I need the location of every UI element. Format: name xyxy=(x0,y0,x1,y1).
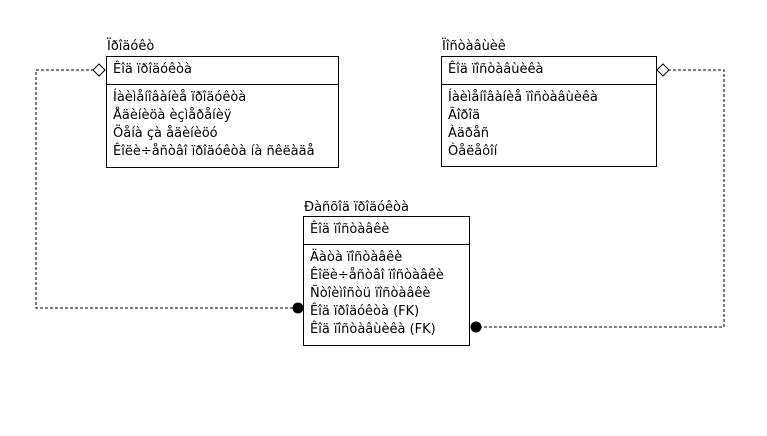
delivery-primary-key: Êîä ïîñòàâêè xyxy=(304,217,469,245)
delivery-attributes: Äàòà ïîñòàâêè Êîëè÷åñòâî ïîñòàâêè Ñòîèìî… xyxy=(304,245,469,339)
product-entity[interactable]: Êîä ïðîäóêòà Íàèìåíîâàíèå ïðîäóêòà Åäèíè… xyxy=(106,56,339,168)
delivery-attribute: Ñòîèìîñòü ïîñòàâêè xyxy=(310,286,431,301)
product-relationship-diamond xyxy=(92,63,106,77)
product-entity-title: Ïðîäóêò xyxy=(107,39,155,54)
product-attribute: Åäèíèöà èçìåðåíèÿ xyxy=(113,108,232,123)
delivery-product-relationship-dot xyxy=(292,302,304,314)
delivery-attribute: Êîëè÷åñòâî ïîñòàâêè xyxy=(310,268,444,283)
delivery-entity-title: Ðàñõîä ïðîäóêòà xyxy=(304,200,409,215)
delivery-foreign-key: Êîä ïîñòàâùèêà (FK) xyxy=(310,322,436,337)
product-primary-key: Êîä ïðîäóêòà xyxy=(107,57,338,85)
product-attribute: Êîëè÷åñòâî ïðîäóêòà íà ñêëàäå xyxy=(113,144,315,159)
delivery-attribute: Äàòà ïîñòàâêè xyxy=(310,250,403,265)
supplier-relationship-diamond xyxy=(656,63,670,77)
supplier-attributes: Íàèìåíîâàíèå ïîñòàâùèêà Ãîðîä Àäðåñ Òåëå… xyxy=(442,85,656,161)
delivery-foreign-key: Êîä ïðîäóêòà (FK) xyxy=(310,304,420,319)
product-delivery-relationship-line xyxy=(35,69,297,309)
product-attributes: Íàèìåíîâàíèå ïðîäóêòà Åäèíèöà èçìåðåíèÿ … xyxy=(107,85,338,161)
supplier-attribute: Òåëåôîí xyxy=(448,144,498,159)
supplier-primary-key: Êîä ïîñòàâùèêà xyxy=(442,57,656,85)
product-attribute: Íàèìåíîâàíèå ïðîäóêòà xyxy=(113,90,247,105)
supplier-attribute: Ãîðîä xyxy=(448,108,481,123)
supplier-entity-title: Ïîñòàâùèê xyxy=(442,39,506,54)
delivery-entity[interactable]: Êîä ïîñòàâêè Äàòà ïîñòàâêè Êîëè÷åñòâî ïî… xyxy=(303,216,470,346)
supplier-attribute: Àäðåñ xyxy=(448,126,490,141)
supplier-attribute: Íàèìåíîâàíèå ïîñòàâùèêà xyxy=(448,90,598,105)
product-attribute: Öåíà çà åäèíèöó xyxy=(113,126,218,141)
supplier-entity[interactable]: Êîä ïîñòàâùèêà Íàèìåíîâàíèå ïîñòàâùèêà Ã… xyxy=(441,56,657,167)
delivery-supplier-relationship-dot xyxy=(470,321,482,333)
supplier-delivery-relationship-line xyxy=(477,69,725,328)
